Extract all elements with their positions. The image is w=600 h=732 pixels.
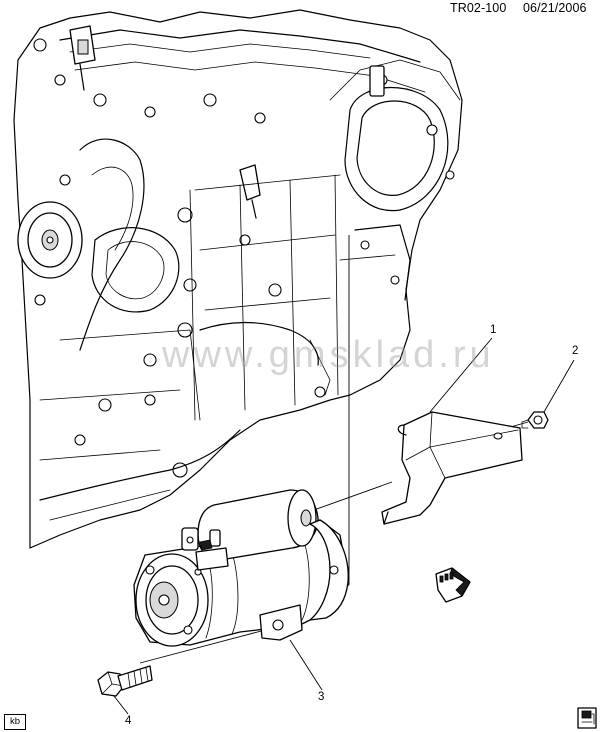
starter-mounting-bolt [97, 665, 153, 697]
front-direction-arrow-icon [435, 567, 471, 603]
watermark: www.gmsklad.ru [162, 334, 495, 376]
document-date: 06/21/2006 [523, 1, 587, 15]
callout-leaders [113, 337, 575, 715]
callout-2: 2 [572, 345, 579, 357]
callout-4: 4 [125, 715, 132, 727]
fuel-pump-icon [577, 707, 597, 729]
starter-shield [381, 411, 523, 525]
shield-nut [521, 411, 549, 429]
callout-3: 3 [318, 691, 325, 703]
engine-block [13, 9, 463, 549]
document-id: TR02-100 [450, 1, 507, 15]
starter-motor [133, 489, 349, 647]
kb-label: kb [4, 714, 26, 730]
callout-1: 1 [490, 324, 497, 336]
